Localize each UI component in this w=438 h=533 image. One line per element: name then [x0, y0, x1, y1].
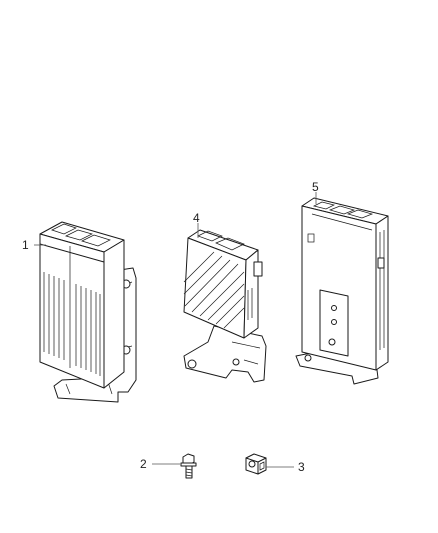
- part-4-module: [183, 229, 267, 383]
- callout-5: 5: [312, 180, 319, 194]
- callout-3: 3: [298, 460, 305, 474]
- part-3-clip-nut: [245, 453, 267, 475]
- part-2-bolt: [180, 453, 197, 479]
- part-1-module: [39, 221, 137, 403]
- part-5-module: [295, 197, 389, 385]
- callout-2: 2: [140, 457, 147, 471]
- callout-4: 4: [193, 211, 200, 225]
- callout-1: 1: [22, 238, 29, 252]
